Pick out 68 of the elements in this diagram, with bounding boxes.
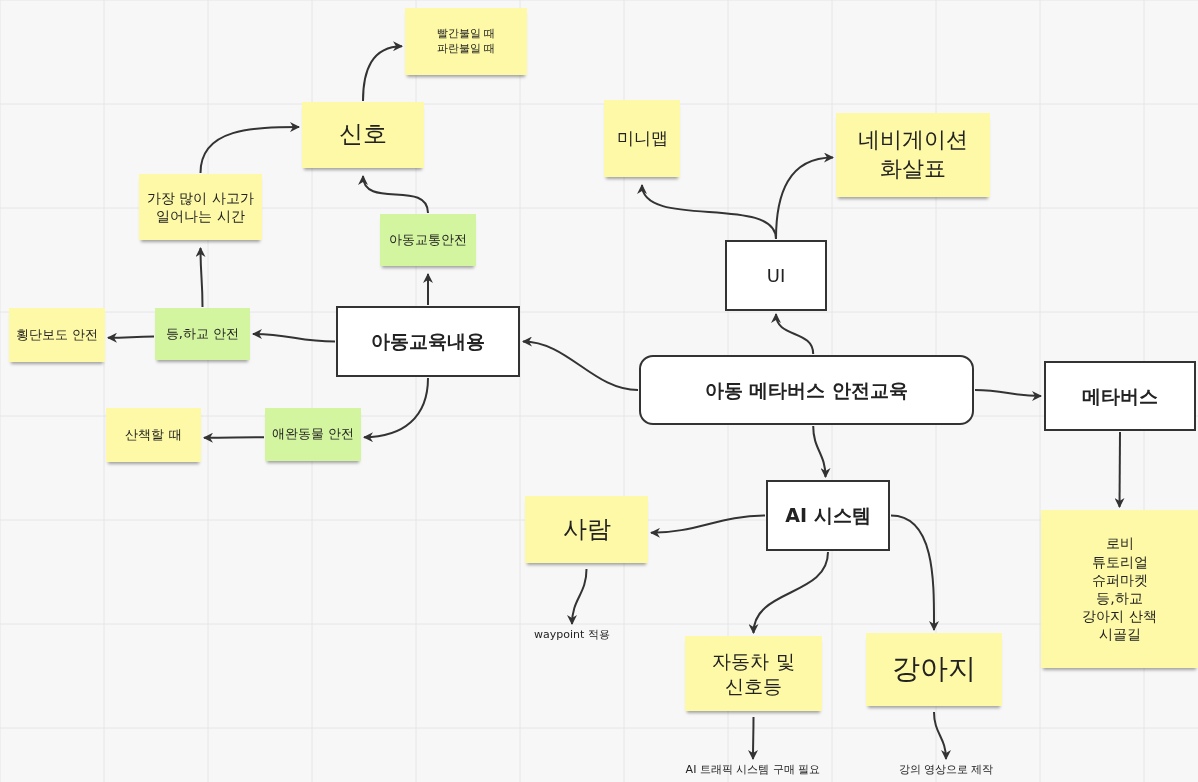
note-text: 미니맵: [616, 127, 668, 150]
note-text: 슈퍼마켓: [1091, 570, 1148, 589]
arrow: [749, 551, 829, 634]
arrow: [203, 432, 265, 443]
note-text: 네비게이션 화살표: [857, 126, 969, 183]
sticky-note: [604, 100, 680, 177]
sticky-note: [1041, 510, 1198, 668]
process-box: [1044, 361, 1196, 431]
arrow: [890, 514, 939, 631]
sticky-note: [525, 496, 648, 563]
note-text: 강아지: [892, 651, 976, 688]
note-text: 아동교통안전: [389, 231, 467, 249]
sticky-note: [685, 636, 822, 711]
box-label: 아동교육내용: [371, 329, 485, 354]
sticky-note: [265, 408, 361, 461]
sticky-note: [836, 113, 990, 197]
note-text: 파란불일 때: [436, 41, 496, 56]
arrow: [1114, 431, 1125, 508]
arrow: [423, 273, 433, 306]
box-label: 메타버스: [1082, 383, 1158, 409]
arrow: [107, 332, 155, 343]
note-text: 빨간불일 때: [436, 27, 496, 42]
arrow: [772, 313, 815, 355]
arrow: [650, 514, 766, 538]
note-text: 시골길: [1098, 625, 1141, 644]
box-label: AI 시스템: [785, 503, 871, 528]
note-text: 강아지 산책: [1082, 607, 1157, 626]
sticky-note: [405, 8, 527, 75]
note-text: 자동차 및 신호등: [711, 648, 796, 699]
arrow: [195, 247, 206, 308]
sticky-note: [380, 214, 476, 266]
note-text: 사람: [562, 513, 611, 545]
sticky-note: [9, 308, 105, 362]
arrow: [522, 337, 639, 391]
process-box: [725, 240, 827, 311]
process-box: [766, 480, 890, 551]
note-text: 등,하교: [1096, 589, 1143, 608]
sticky-note: [139, 174, 262, 240]
arrow: [362, 41, 403, 102]
arrow: [974, 389, 1042, 401]
box-label: UI: [766, 263, 786, 288]
topic-box: [639, 355, 974, 425]
note-text: 신호: [339, 119, 387, 151]
annotation-text: AI 트래픽 시스템 구매 필요: [685, 762, 821, 778]
note-text: 애완동물 안전: [271, 426, 355, 443]
note-text: 로비: [1105, 534, 1134, 553]
sticky-note: [106, 408, 201, 462]
note-text: 횡단보도 안전: [15, 326, 99, 344]
note-text: 등,하교 안전: [165, 325, 240, 343]
arrow: [363, 377, 429, 442]
arrow: [812, 425, 831, 478]
arrow: [199, 122, 300, 174]
arrow: [933, 711, 951, 760]
sticky-note: [866, 633, 1002, 706]
note-text: 가장 많이 사고가 일어나는 시간: [146, 188, 255, 226]
sticky-note: [302, 102, 424, 168]
note-text: 산책할 때: [125, 426, 182, 444]
box-label: 아동 메타버스 안전교육: [704, 377, 909, 403]
arrow: [359, 175, 429, 214]
arrow: [567, 568, 588, 625]
annotation-text: waypoint 적용: [534, 627, 610, 643]
sticky-note: [155, 308, 250, 360]
arrow: [252, 329, 336, 343]
annotation-text: 강의 영상으로 제작: [898, 762, 994, 778]
arrow: [775, 153, 834, 240]
arrow: [748, 716, 758, 760]
note-text: 튜토리얼: [1091, 552, 1148, 571]
process-box: [336, 306, 520, 377]
